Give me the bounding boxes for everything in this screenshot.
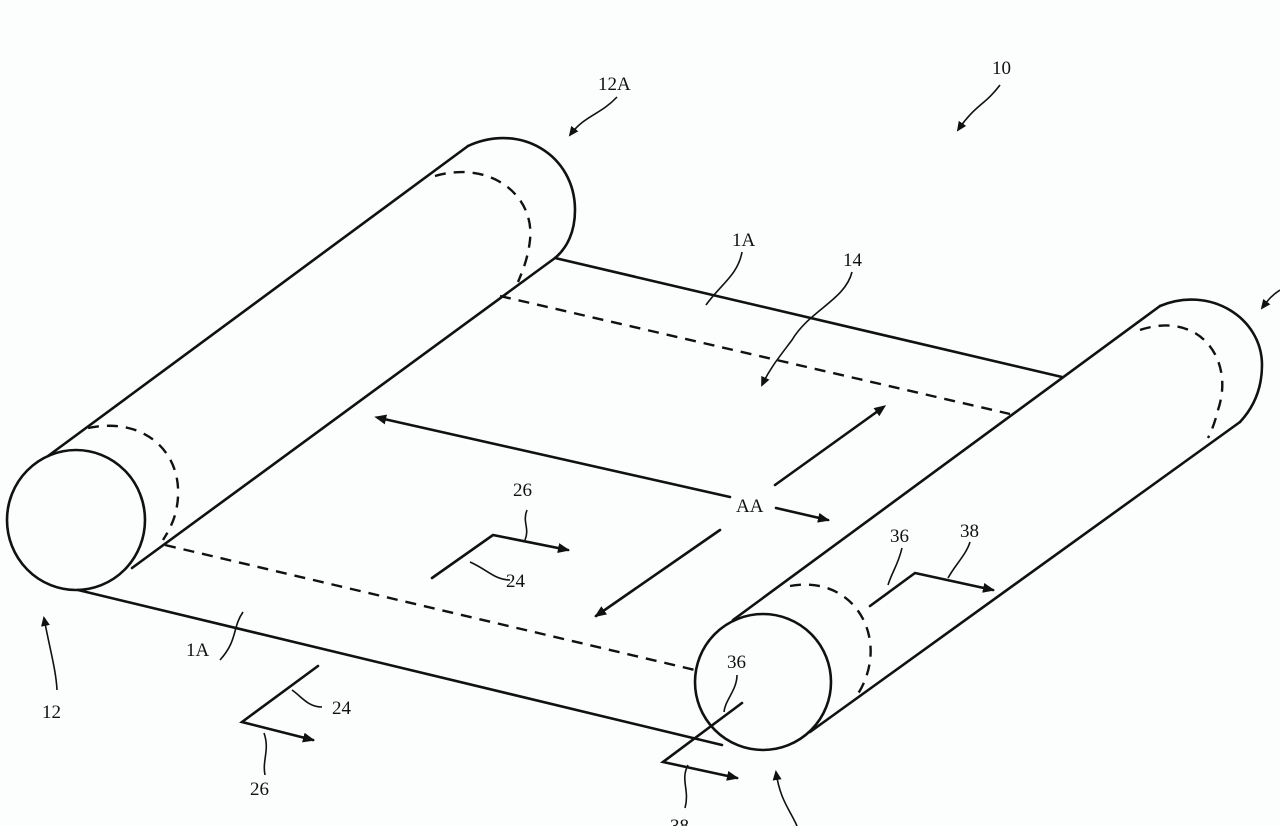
label-26-bottom: 26: [250, 779, 269, 800]
leader-lines: [41, 84, 1280, 826]
section-lines: [239, 533, 995, 781]
label-aa: AA: [736, 496, 764, 517]
label-38-front: 38: [670, 816, 689, 826]
right-roller: [693, 298, 1264, 752]
label-10: 10: [992, 58, 1011, 79]
label-38-right: 38: [960, 521, 979, 542]
label-24-bottom: 24: [332, 698, 352, 719]
label-1a-bottom: 1A: [186, 640, 210, 661]
label-24-inner: 24: [506, 571, 526, 592]
label-12: 12: [42, 702, 61, 723]
left-roller: [5, 136, 577, 592]
display-sheet: [76, 256, 1064, 747]
label-1a-top: 1A: [732, 230, 756, 251]
active-area-arrows: [374, 405, 887, 618]
label-12a: 12A: [598, 74, 631, 95]
label-14: 14: [843, 250, 863, 271]
label-26-inner: 26: [513, 480, 532, 501]
label-36-right: 36: [890, 526, 909, 547]
label-36-front: 36: [727, 652, 746, 673]
